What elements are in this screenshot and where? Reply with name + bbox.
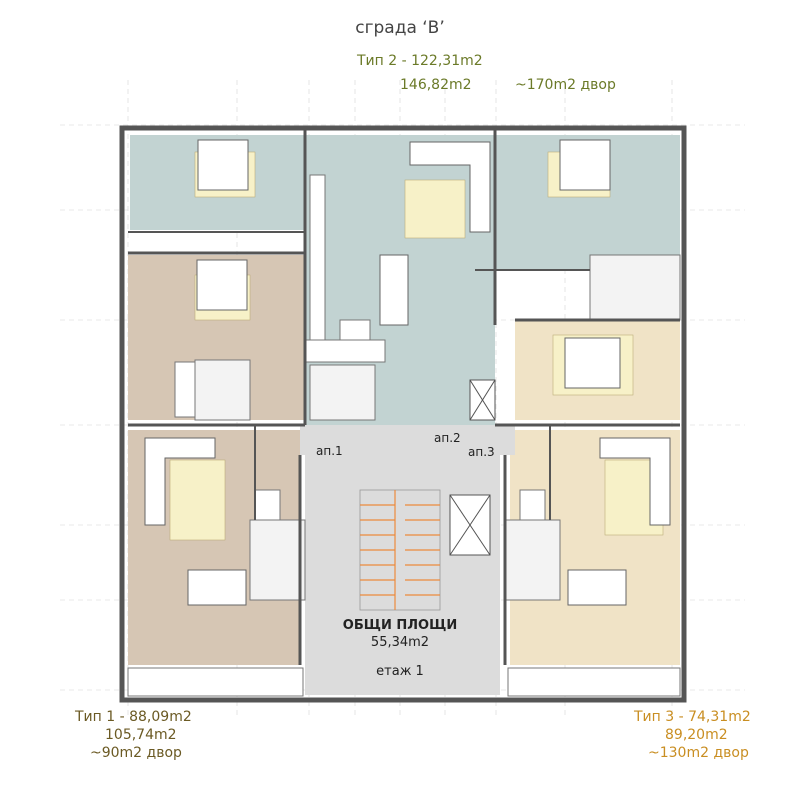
common-area-size: 55,34m2 <box>370 635 430 650</box>
apartment-3-type-area: Tип 3 - 74,31m2 <box>634 709 751 725</box>
beds <box>196 139 621 389</box>
apartment-2-total-area: 146,82m2 <box>400 77 472 93</box>
common-area-name: ОБЩИ ПЛОЩИ <box>342 618 458 633</box>
apartment-3-total-area: 89,20m2 <box>665 727 728 743</box>
bathrooms <box>194 254 681 601</box>
building-title: сграда ‘B’ <box>355 18 445 38</box>
apartment-2-yard: ~170m2 двор <box>515 77 616 93</box>
staircase <box>359 489 441 611</box>
floor-label: етаж 1 <box>376 664 424 679</box>
apartment-3-label: ап.3 <box>468 445 495 459</box>
apartment-2-label: ап.2 <box>434 431 461 445</box>
terraces <box>127 667 681 697</box>
apartment-1-total-area: 105,74m2 <box>105 727 177 743</box>
apartment-1-yard: ~90m2 двор <box>90 745 182 761</box>
common-area <box>300 425 515 695</box>
apartment-1-area <box>128 255 305 665</box>
elevator <box>449 379 496 556</box>
walls <box>119 125 687 703</box>
apartment-1-label: ап.1 <box>316 444 343 458</box>
sofas <box>144 141 671 526</box>
apartment-2-type-area: Tип 2 - 122,31m2 <box>357 53 483 69</box>
dining-tables <box>187 254 627 606</box>
apartment-3-yard: ~130m2 двор <box>648 745 749 761</box>
apartment-1-type-area: Tип 1 - 88,09m2 <box>75 709 192 725</box>
